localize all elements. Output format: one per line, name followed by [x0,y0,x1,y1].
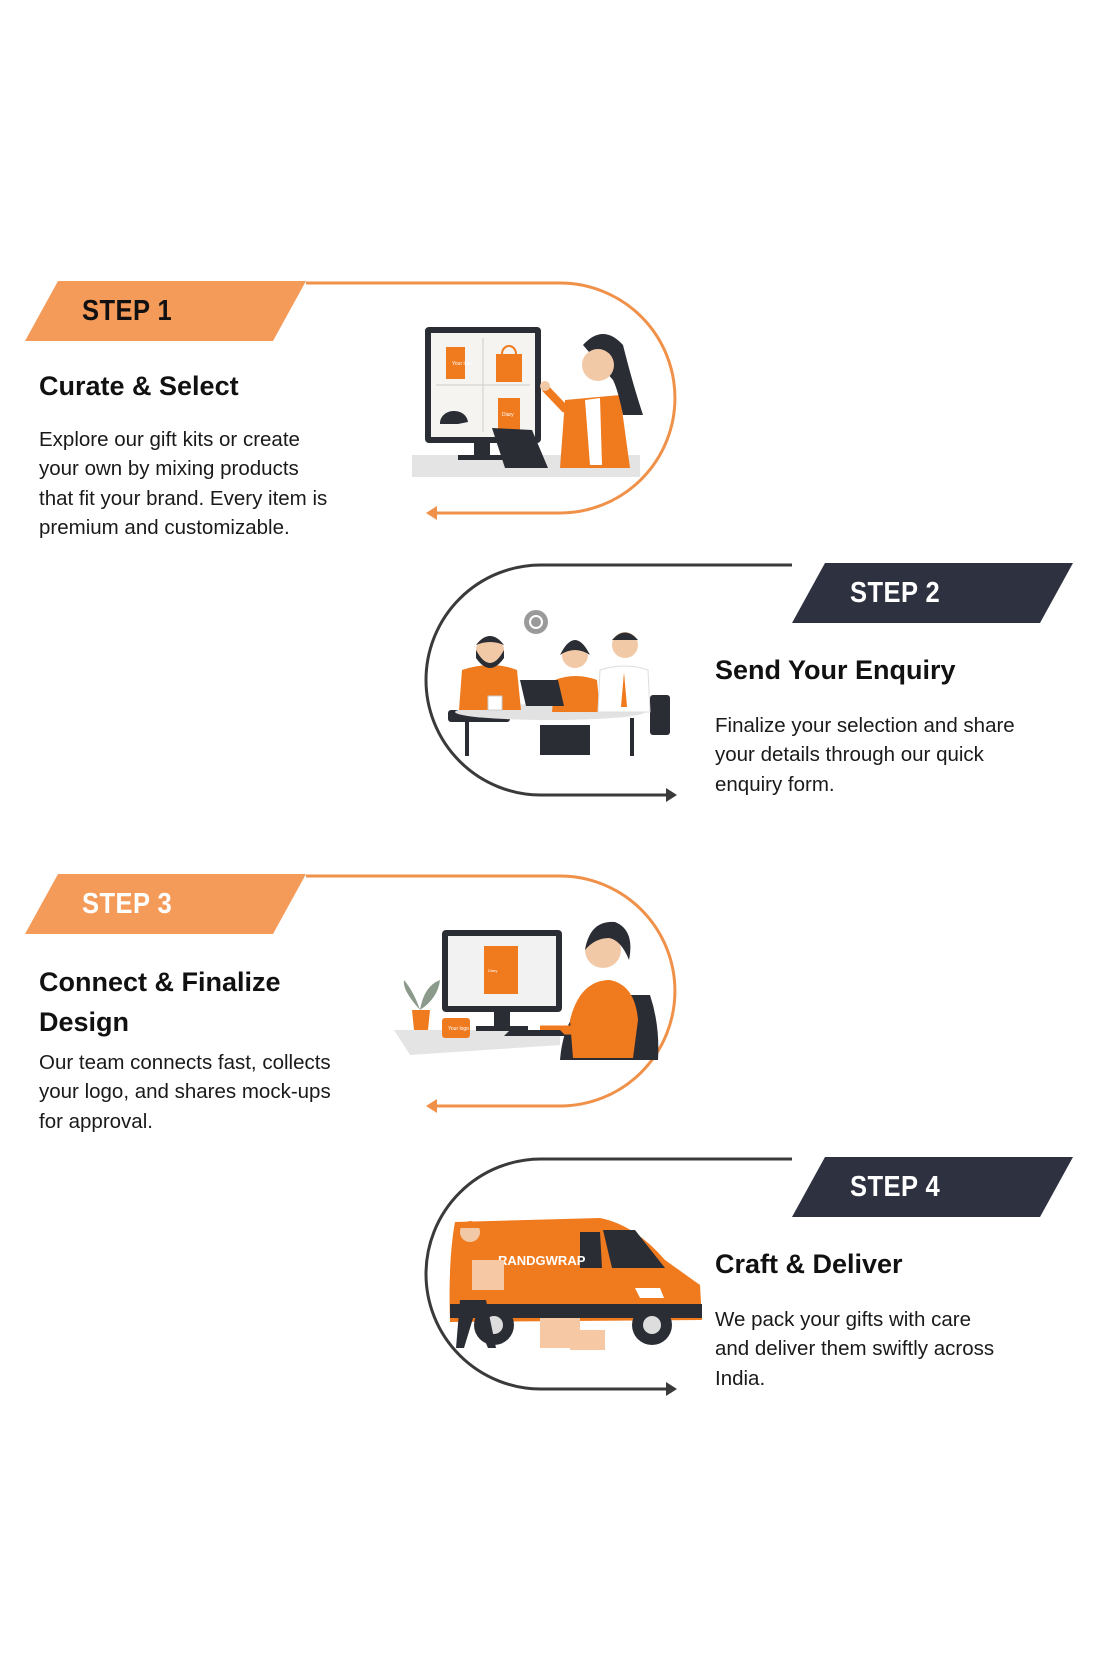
step3-arc [306,874,677,1113]
step4-title: Craft & Deliver [715,1249,903,1279]
step2-title: Send Your Enquiry [715,655,956,685]
step-label: STEP 2 [850,576,941,609]
step-label: STEP 3 [82,887,173,920]
step4-banner: STEP 4 [792,1157,1073,1217]
step3-description: Our team connects fast, collects your lo… [39,1048,331,1136]
body-line: Finalize your selection and share [715,714,1015,737]
arrow-right-icon [666,788,677,802]
body-line: India. [715,1366,766,1390]
illustration-enquiry [448,610,670,756]
phone-bubble-icon [524,610,548,634]
svg-text:RANDGWRAP: RANDGWRAP [498,1253,586,1268]
body-line: and deliver them swiftly across [715,1337,995,1361]
body-line: We pack your gifts with care [715,1308,971,1331]
step2-banner: STEP 2 [792,563,1073,623]
body-line: enquiry form. [715,772,835,796]
laptop-icon [520,680,564,706]
arrow-right-icon [666,1382,677,1396]
step2-description: Finalize your selection and share your d… [715,711,1015,799]
step1-banner: STEP 1 [25,281,306,341]
arrow-left-icon [426,506,437,520]
svg-text:Diary: Diary [502,412,514,418]
body-line: your own by mixing products [39,457,299,481]
illustration-delivery: RANDGWRAP [449,1218,702,1350]
step4-arc [424,1157,792,1396]
body-line: for approval. [39,1109,153,1133]
step4-description: We pack your gifts with care and deliver… [715,1305,994,1393]
step1-title: Curate & Select [39,371,239,401]
illustration-design: Diary Your logo [394,921,659,1060]
svg-text:Diary: Diary [488,968,497,973]
arrow-left-icon [426,1099,437,1113]
step1-arc [306,281,677,520]
svg-text:Your logo: Your logo [452,361,473,367]
step1-description: Explore our gift kits or create your own… [39,425,327,542]
body-line: your details through our quick [715,743,984,767]
step-label: STEP 4 [850,1170,941,1203]
body-line: your logo, and shares mock-ups [39,1080,331,1104]
step3-title: Connect & Finalize Design [39,967,281,1037]
step3-banner: STEP 3 [25,874,306,934]
illustration-curate: Your logo Diary [412,327,643,477]
body-line: Explore our gift kits or create [39,428,300,451]
svg-text:Your logo: Your logo [448,1026,469,1032]
step2-arc [424,563,792,802]
step-label: STEP 1 [82,294,173,327]
body-line: that fit your brand. Every item is [39,486,328,510]
body-line: Our team connects fast, collects [39,1051,331,1074]
body-line: premium and customizable. [39,515,290,539]
